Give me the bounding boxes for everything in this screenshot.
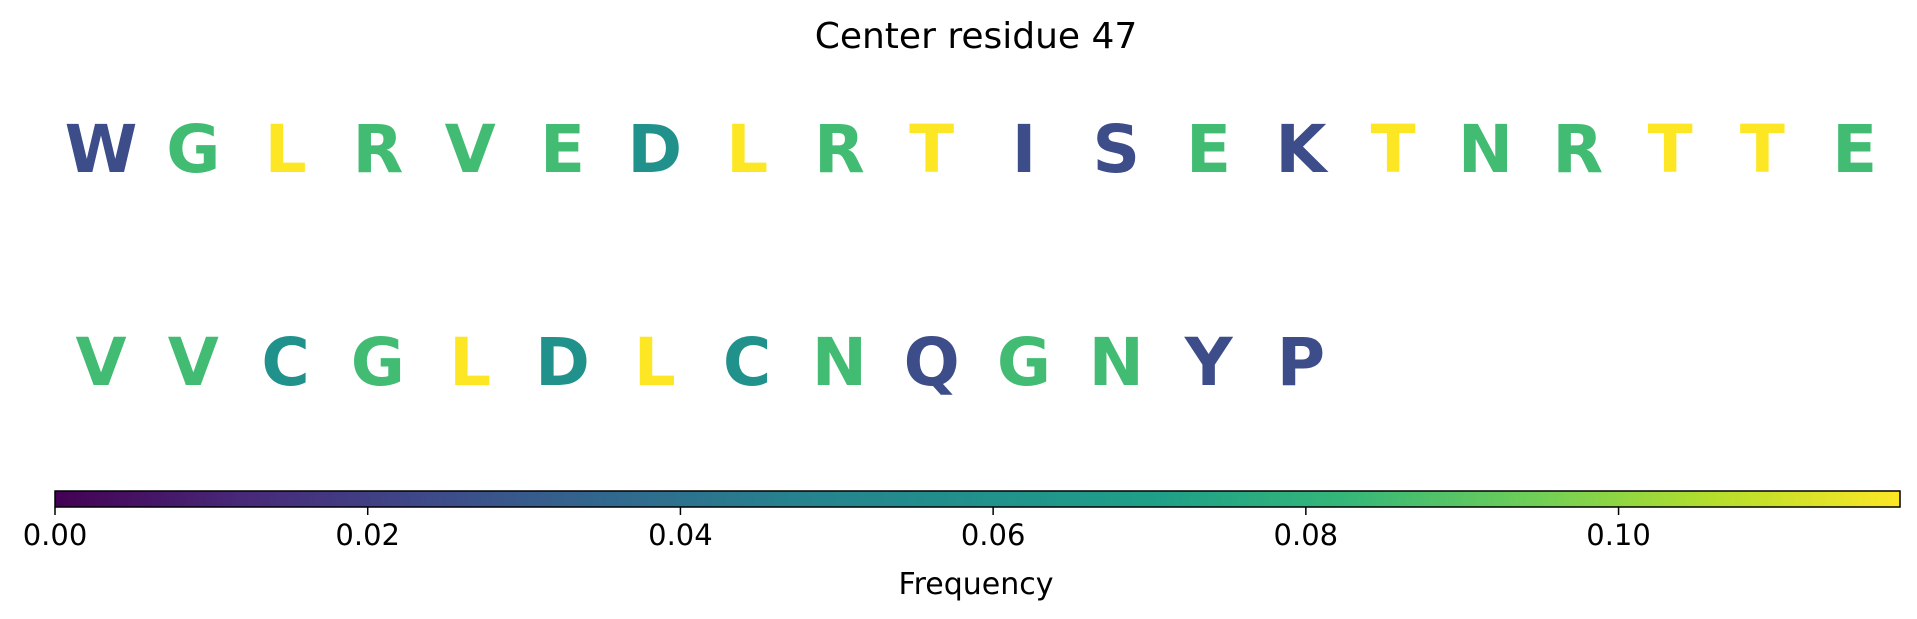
colorbar-tick-label-1: 0.02 xyxy=(335,518,400,552)
residue-letter-32: N xyxy=(1089,324,1144,401)
residue-letter-15: T xyxy=(1371,111,1416,188)
residue-letter-27: L xyxy=(634,324,676,401)
residue-letter-9: R xyxy=(814,111,865,188)
residue-letter-16: N xyxy=(1458,111,1513,188)
colorbar-label: Frequency xyxy=(899,567,1054,602)
colorbar-tick-label-3: 0.06 xyxy=(961,518,1026,552)
residue-letter-8: L xyxy=(726,111,768,188)
residue-letter-18: T xyxy=(1648,111,1693,188)
residue-letter-14: K xyxy=(1275,111,1329,188)
residue-letter-3: L xyxy=(265,111,307,188)
residue-letter-17: R xyxy=(1552,111,1603,188)
residue-letter-21: V xyxy=(75,324,126,401)
colorbar-tick-label-5: 0.10 xyxy=(1586,518,1651,552)
residue-letter-6: E xyxy=(540,111,585,188)
colorbar-tick-label-4: 0.08 xyxy=(1274,518,1339,552)
residue-letter-10: T xyxy=(909,111,954,188)
colorbar-tick-label-0: 0.00 xyxy=(23,518,88,552)
residue-letter-33: Y xyxy=(1184,324,1234,401)
colorbar: 0.00 0.02 0.04 0.06 0.08 0.10 Frequency xyxy=(23,490,1901,602)
residue-letter-31: G xyxy=(997,324,1051,401)
residue-letter-2: G xyxy=(166,111,220,188)
residue-letter-24: G xyxy=(351,324,405,401)
residue-letter-7: D xyxy=(627,111,682,188)
chart-title: Center residue 47 xyxy=(815,16,1138,57)
residue-letter-4: R xyxy=(352,111,403,188)
residue-letter-28: C xyxy=(723,324,771,401)
residue-letter-1: W xyxy=(65,111,138,188)
residue-letter-20: E xyxy=(1832,111,1877,188)
colorbar-gradient xyxy=(54,490,1901,508)
colorbar-tick-label-2: 0.04 xyxy=(648,518,713,552)
residue-letter-34: P xyxy=(1277,324,1325,401)
residue-letter-19: T xyxy=(1740,111,1785,188)
residue-letter-13: E xyxy=(1186,111,1231,188)
colorbar-ticks: 0.00 0.02 0.04 0.06 0.08 0.10 xyxy=(23,507,1651,552)
residue-letter-29: N xyxy=(812,324,867,401)
residue-letter-26: D xyxy=(535,324,590,401)
residue-letter-5: V xyxy=(445,111,496,188)
residue-letter-11: I xyxy=(1012,111,1037,188)
residue-letter-23: C xyxy=(261,324,309,401)
residue-letter-12: S xyxy=(1093,111,1141,188)
residue-letter-25: L xyxy=(449,324,491,401)
residue-letter-22: V xyxy=(168,324,219,401)
residue-letter-30: Q xyxy=(904,324,960,401)
